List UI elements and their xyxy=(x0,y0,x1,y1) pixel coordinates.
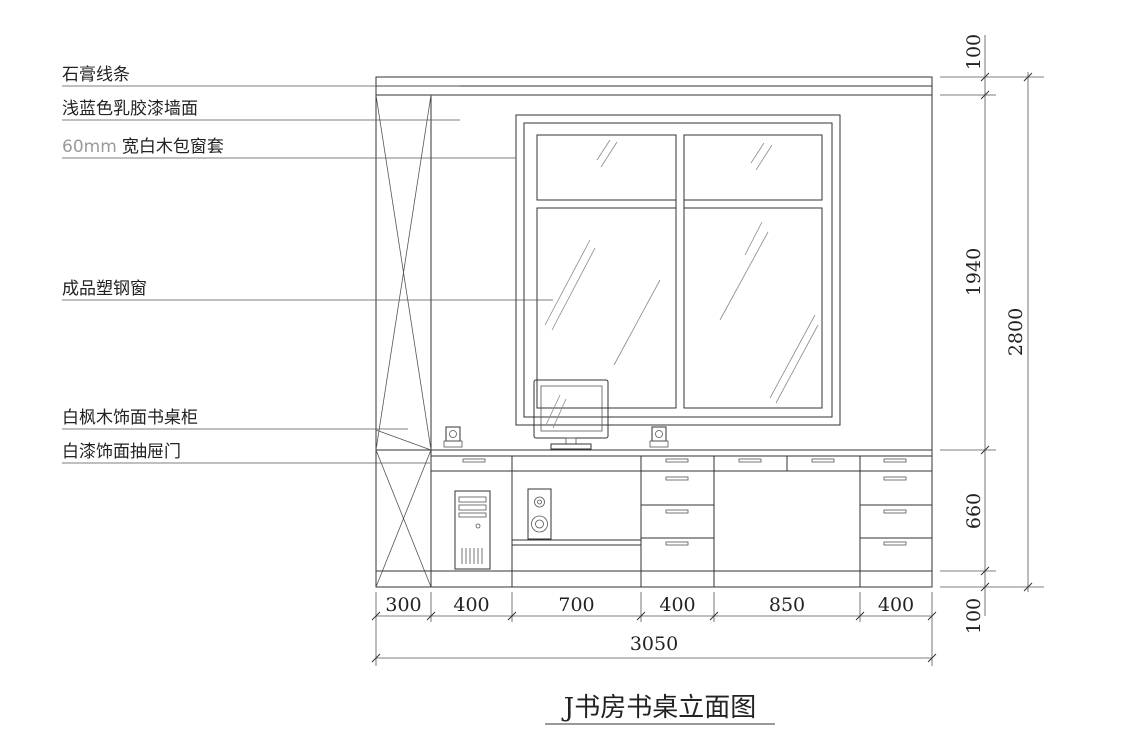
wall-outline xyxy=(375,76,933,588)
desk-speakers xyxy=(443,426,669,448)
monitor xyxy=(533,379,609,450)
label-plaster-molding: 石膏线条 xyxy=(62,64,130,85)
desk-cabinets xyxy=(376,450,932,587)
dim-total-height: 2800 xyxy=(1005,308,1027,356)
label-window-casing-text: 宽白木包窗套 xyxy=(122,137,224,157)
bottom-dimension-lines xyxy=(371,592,937,666)
label-window: 成品塑钢窗 xyxy=(62,279,147,299)
label-window-casing: 60mm 宽白木包窗套 xyxy=(62,137,224,157)
window xyxy=(515,114,841,426)
dim-wall-height: 1940 xyxy=(963,248,985,296)
drawer-handles xyxy=(462,458,907,546)
right-dimension-lines xyxy=(940,35,1044,616)
pc-tower xyxy=(454,490,491,570)
label-wall-finish: 浅蓝色乳胶漆墙面 xyxy=(62,99,198,119)
desk-top xyxy=(375,429,932,472)
dim-base-band: 100 xyxy=(963,598,985,634)
label-desk-cabinet: 白枫木饰面书桌柜 xyxy=(62,408,198,428)
dim-width-4: 850 xyxy=(769,594,805,616)
tall-cabinet xyxy=(375,94,432,588)
label-window-casing-size: 60mm xyxy=(62,137,117,157)
label-drawer-doors: 白漆饰面抽屉门 xyxy=(62,442,181,462)
subwoofer xyxy=(527,488,552,540)
dim-top-band: 100 xyxy=(963,34,985,70)
dim-width-0: 300 xyxy=(385,594,421,616)
dim-width-5: 400 xyxy=(878,594,914,616)
dim-width-2: 700 xyxy=(558,594,594,616)
dim-total-width: 3050 xyxy=(630,633,678,655)
drawing-title: J书房书桌立面图 xyxy=(561,693,756,723)
dim-width-3: 400 xyxy=(659,594,695,616)
dim-desk-height: 660 xyxy=(963,493,985,529)
leader-lines xyxy=(62,85,553,464)
dim-width-1: 400 xyxy=(453,594,489,616)
